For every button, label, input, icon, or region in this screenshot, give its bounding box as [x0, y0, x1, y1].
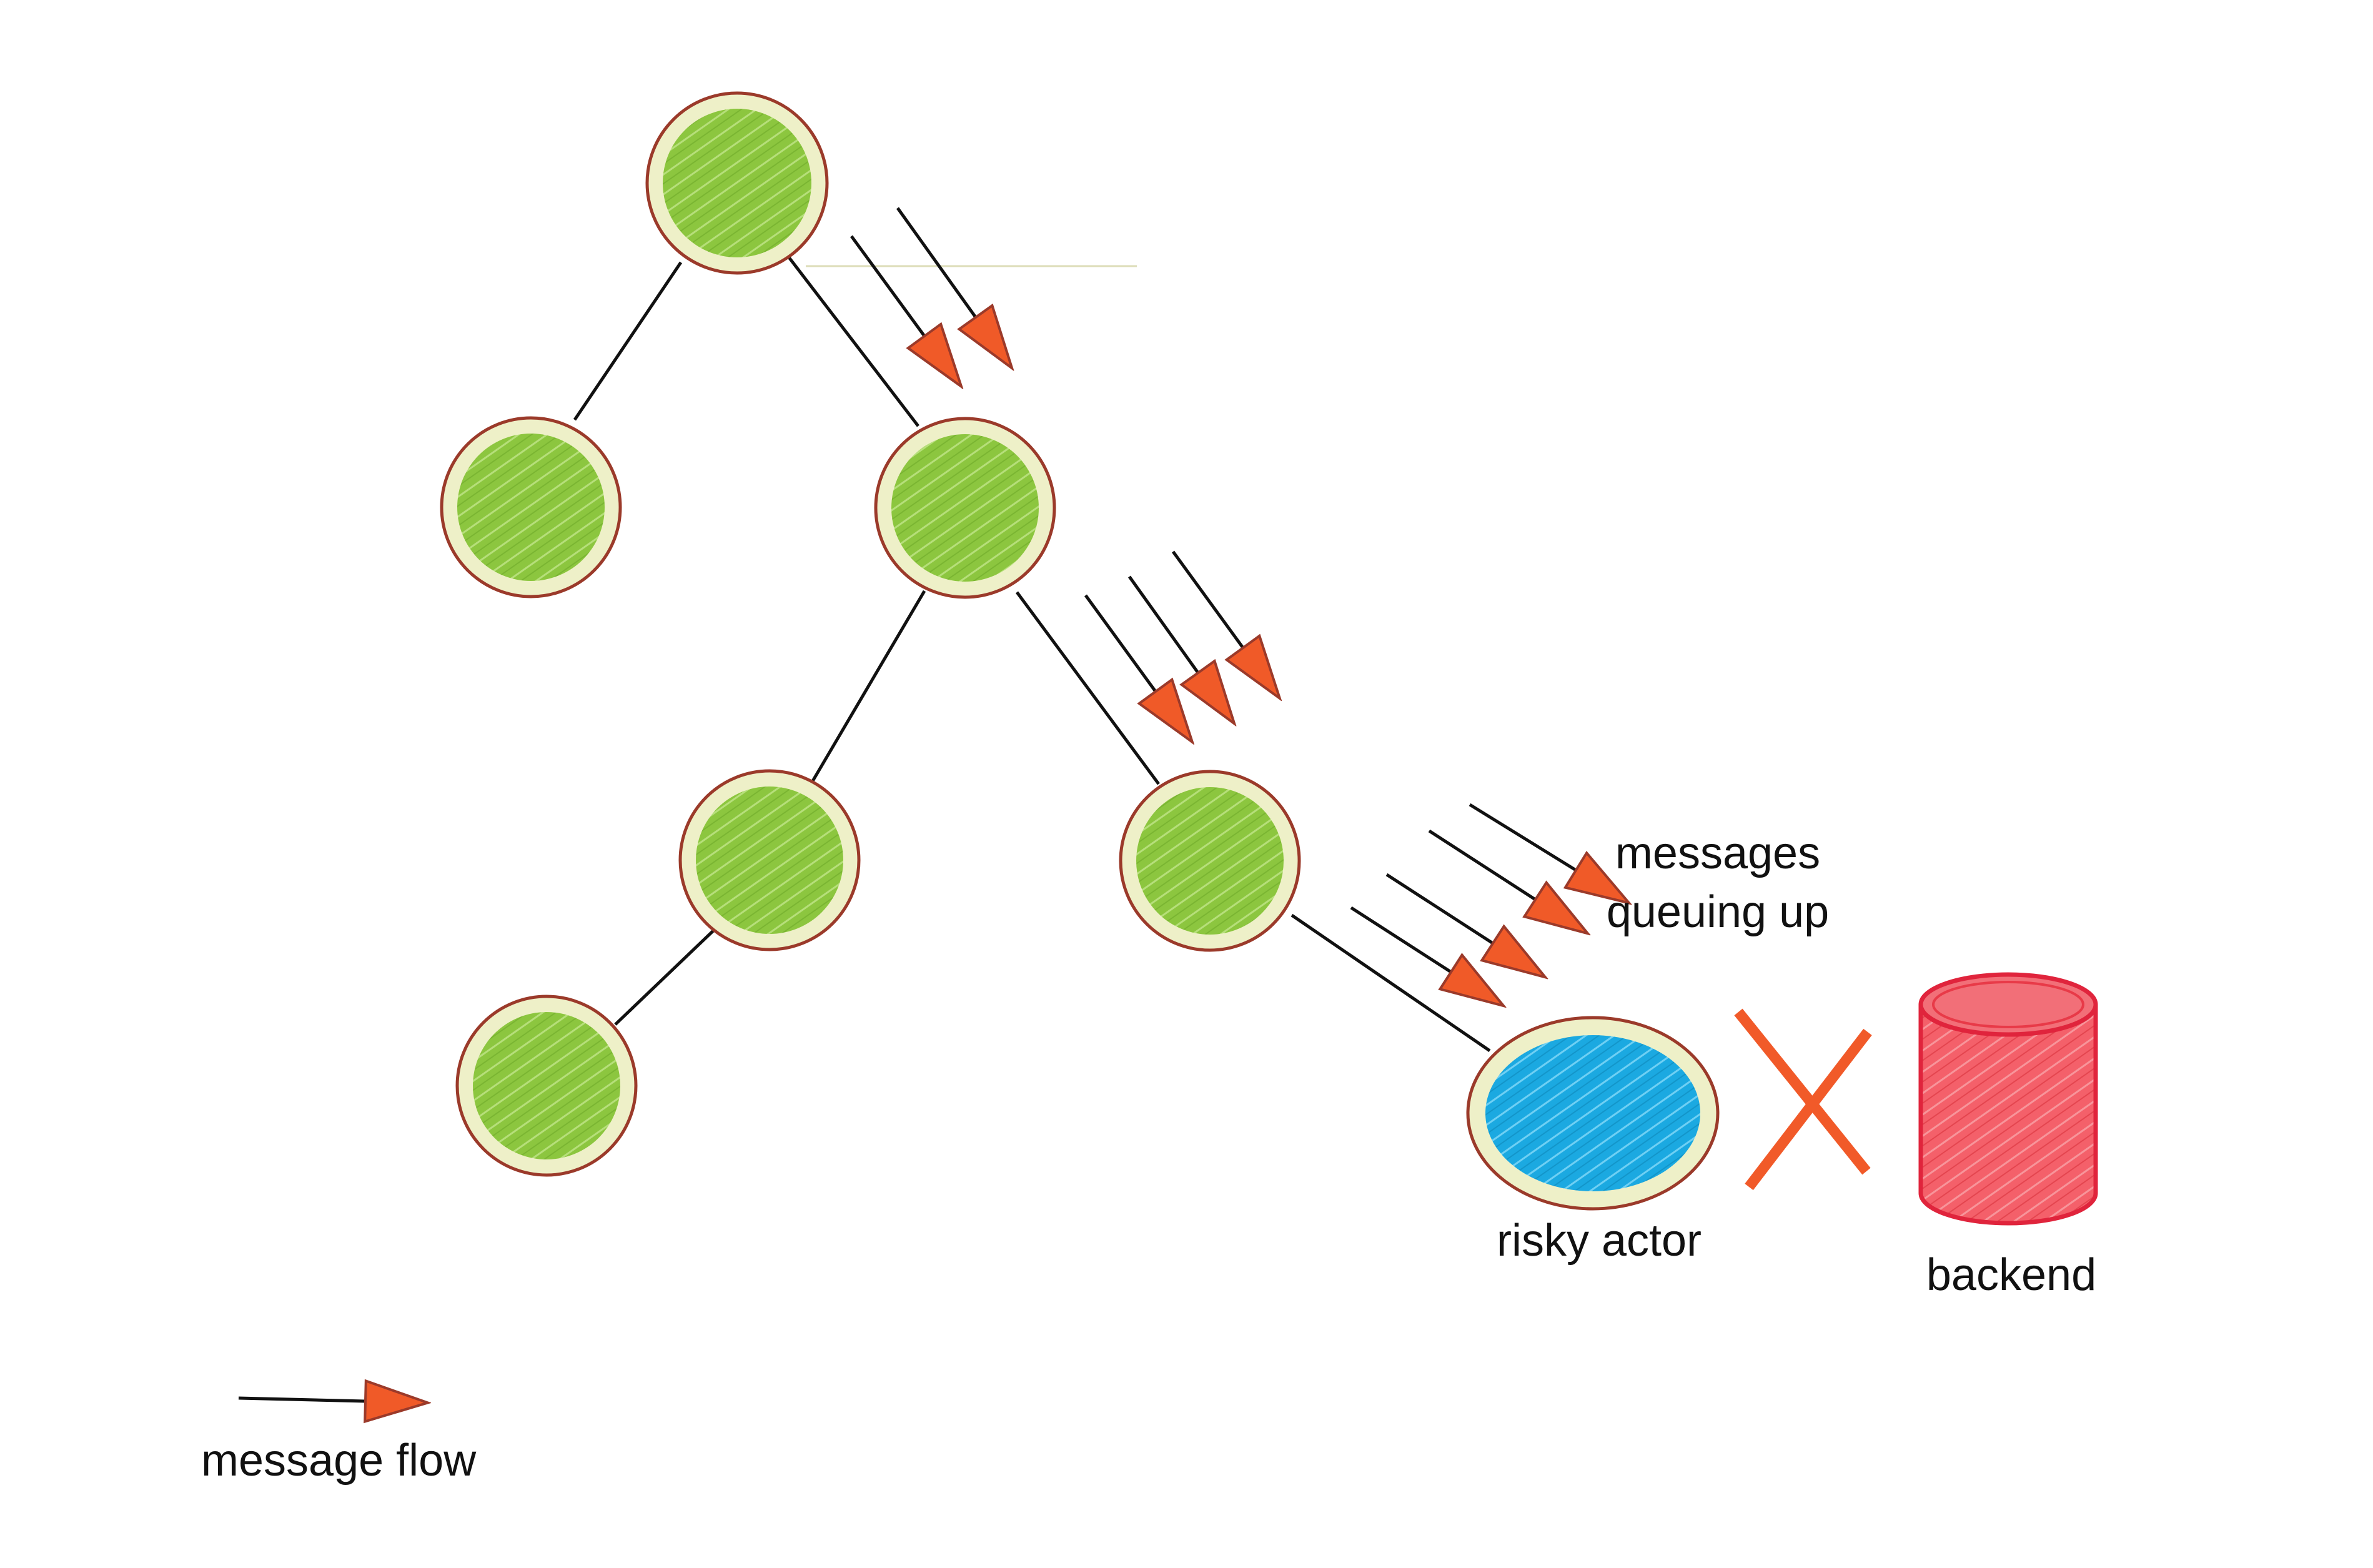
arrow-icon — [850, 235, 924, 336]
edge-root-mid — [788, 256, 919, 427]
actor-node-l3-left — [678, 769, 861, 951]
circle-node-icon — [663, 109, 811, 257]
actor-node-leaf — [455, 995, 638, 1177]
legend-arrow-icon — [238, 1398, 365, 1401]
arrow-icon — [1385, 873, 1493, 943]
actor-node-l3-right — [1119, 770, 1301, 952]
actor-node-mid — [874, 417, 1056, 599]
risky-actor-label: risky actor — [1496, 1216, 1702, 1266]
edge-root-left — [573, 261, 683, 421]
arrow-icon — [1469, 803, 1576, 870]
arrow-icon — [896, 207, 976, 317]
arrow-icon — [1350, 906, 1451, 972]
circle-node-icon — [696, 786, 843, 934]
arrow-icon — [1171, 550, 1243, 648]
database-cylinder-icon — [1918, 972, 2098, 1226]
ellipse-node-icon — [1485, 1035, 1700, 1191]
arrow-icon — [1127, 575, 1198, 673]
actor-node-left — [440, 416, 622, 598]
edge-l3-leaf — [614, 926, 718, 1026]
legend-label: message flow — [201, 1436, 477, 1486]
edge-mid-left — [810, 590, 926, 783]
circle-node-icon — [457, 434, 605, 581]
circle-node-icon — [1136, 787, 1284, 935]
risky-actor-node — [1466, 1016, 1720, 1211]
edge-mid-right — [1015, 591, 1161, 785]
x-cross-icon — [1734, 1008, 1872, 1191]
actor-node-root — [645, 91, 829, 275]
circle-node-icon — [891, 434, 1039, 582]
edge-right-risky — [1291, 913, 1491, 1053]
queue-label: messages queuing up — [1606, 828, 1830, 937]
arrow-icon — [1084, 594, 1156, 692]
tree-edges — [573, 256, 1491, 1053]
arrow-icon — [1428, 829, 1535, 900]
message-arrows — [850, 207, 1576, 972]
circle-node-icon — [473, 1012, 620, 1159]
backend-label: backend — [1926, 1250, 2097, 1300]
